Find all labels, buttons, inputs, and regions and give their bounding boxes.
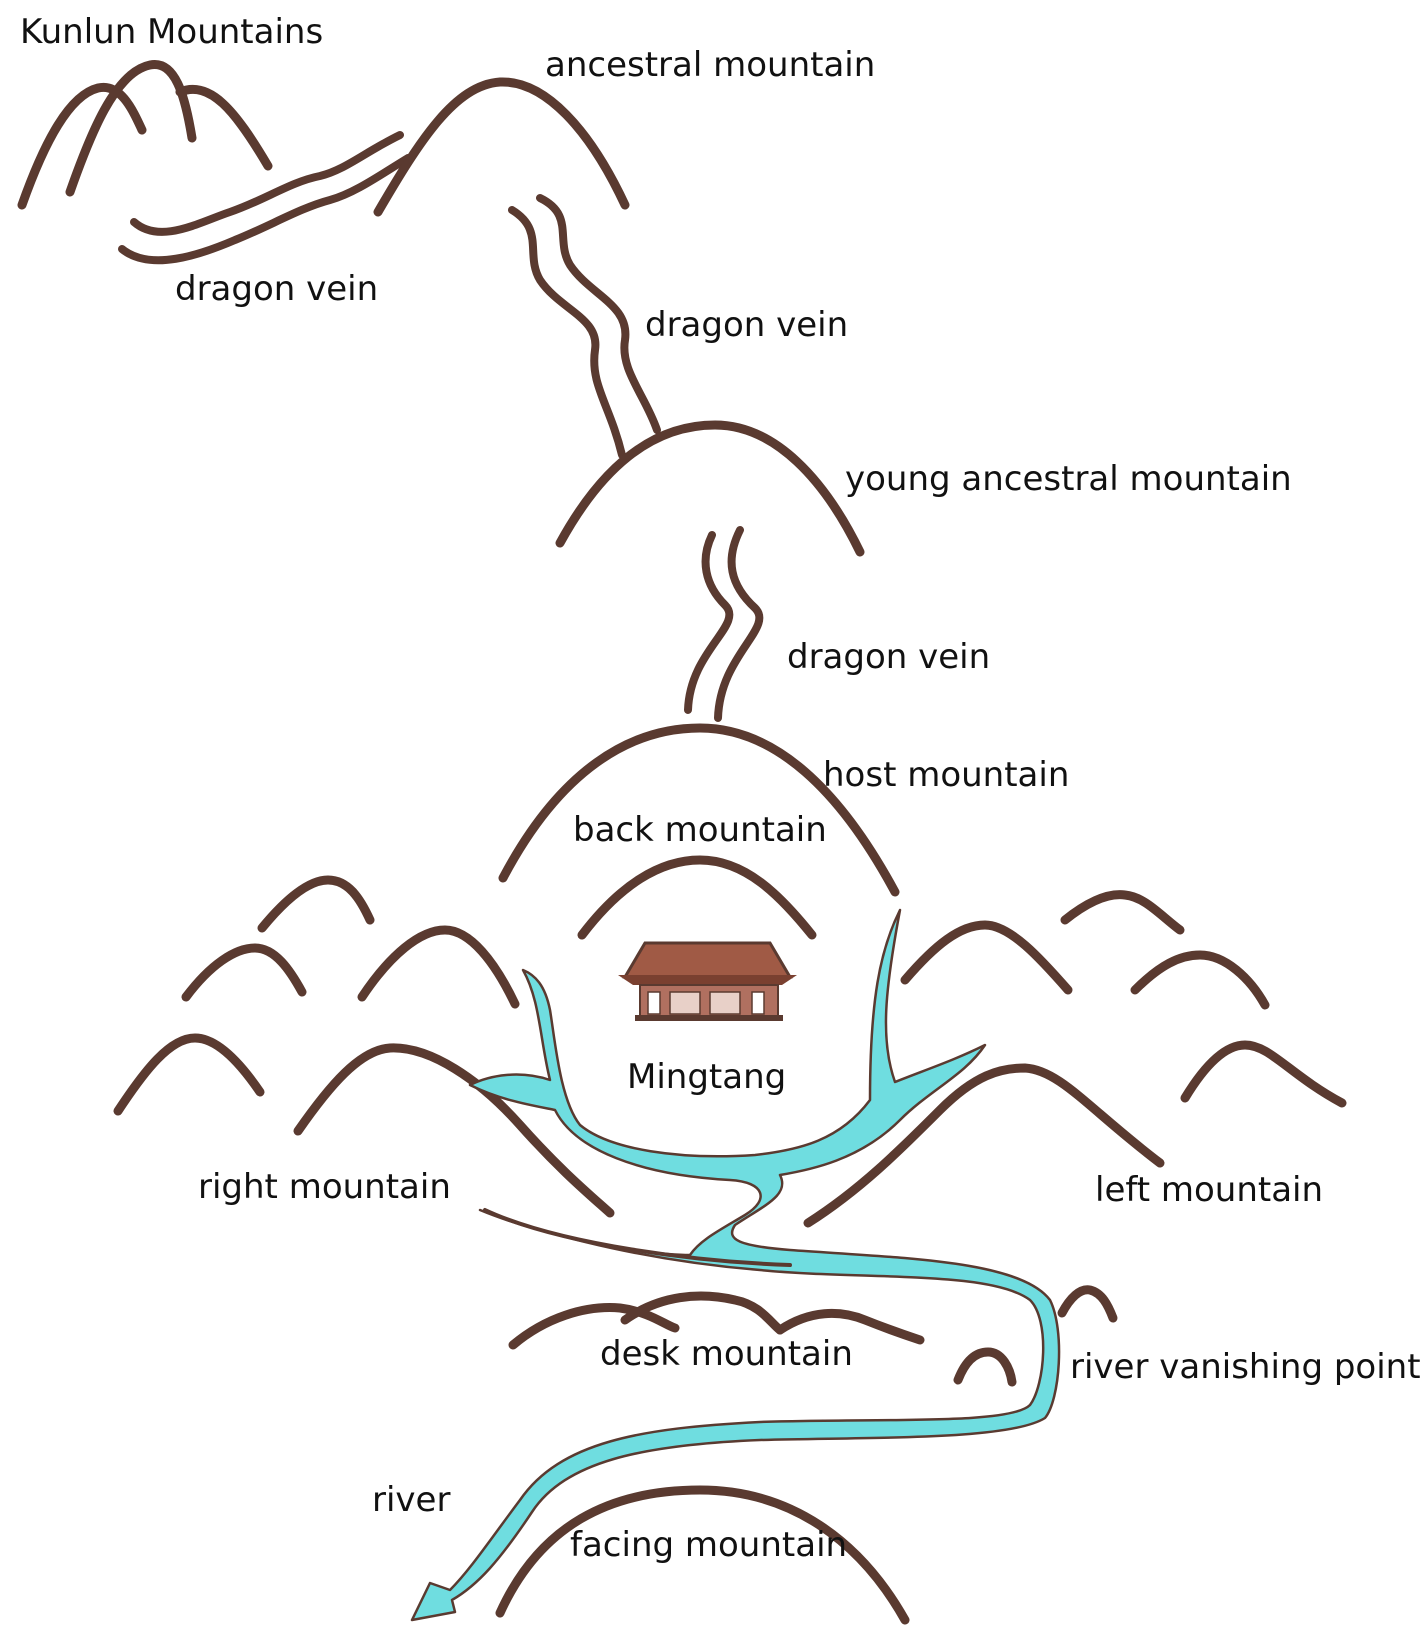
label-young-ancestral-mountain: young ancestral mountain (845, 459, 1292, 499)
label-right-mountain: right mountain (198, 1167, 451, 1207)
back-mountain (577, 855, 817, 940)
dragon-vein-2 (508, 194, 661, 459)
facing-mountain (495, 1485, 910, 1625)
label-river-vanishing-point: river vanishing point (1070, 1347, 1421, 1387)
mingtang-building-icon (618, 941, 797, 1021)
right-mountain-range (113, 875, 615, 1218)
label-desk-mountain: desk mountain (600, 1334, 853, 1374)
label-back-mountain: back mountain (573, 810, 827, 850)
desk-mountain (508, 1291, 925, 1350)
host-mountain (498, 723, 900, 897)
label-dragon-vein-1: dragon vein (175, 269, 379, 309)
label-host-mountain: host mountain (823, 755, 1070, 795)
left-mountain-range (803, 890, 1347, 1228)
label-dragon-vein-2: dragon vein (645, 305, 849, 345)
label-dragon-vein-3: dragon vein (787, 637, 991, 677)
label-kunlun-mountains: Kunlun Mountains (20, 12, 324, 52)
vanishing-point-hills (953, 1285, 1118, 1387)
river (410, 908, 1061, 1622)
label-river: river (372, 1480, 451, 1520)
ancestral-mountain (373, 77, 630, 217)
label-facing-mountain: facing mountain (570, 1525, 848, 1565)
kunlun-mountains (17, 60, 273, 210)
label-mingtang: Mingtang (627, 1057, 787, 1097)
dragon-vein-3 (684, 526, 764, 722)
young-ancestral-mountain (555, 420, 865, 557)
label-left-mountain: left mountain (1095, 1170, 1324, 1210)
label-ancestral-mountain: ancestral mountain (545, 45, 876, 85)
dragon-vein-1 (118, 131, 412, 265)
